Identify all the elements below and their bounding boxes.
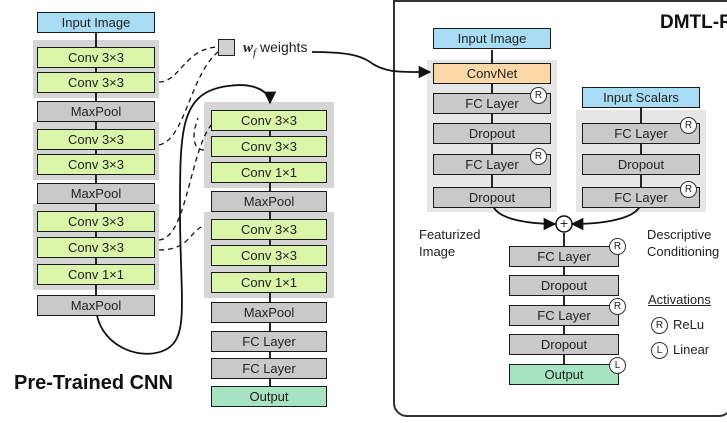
dmtl-input-image: Input Image — [433, 28, 551, 49]
dmtl-img-dropout-1: Dropout — [433, 123, 551, 144]
featurized-line-1: Featurized — [419, 227, 481, 242]
pretrained-cnn-title: Pre-Trained CNN — [14, 372, 173, 394]
dmtl-img-fc-layer-1: FC Layer — [433, 93, 551, 114]
legend-relu-badge: R — [651, 317, 668, 334]
weights-text: weights — [259, 39, 308, 55]
cnn-b2-conv-1: Conv 3×3 — [37, 129, 155, 150]
cnn-output: Output — [211, 386, 327, 407]
linear-badge-output: L — [609, 357, 626, 374]
dmtl-head-fc-layer-2: FC Layer — [509, 305, 619, 326]
cnn-b1-conv-1: Conv 3×3 — [37, 47, 155, 68]
weights-symbol: w — [243, 40, 254, 56]
dmtl-title: DMTL-R — [660, 12, 727, 33]
cnn-b4-conv-2: Conv 3×3 — [211, 136, 327, 157]
cnn-b3-conv-2: Conv 3×3 — [37, 237, 155, 258]
cnn-b1-conv-2: Conv 3×3 — [37, 72, 155, 93]
dmtl-head-fc-layer-1: FC Layer — [509, 246, 619, 267]
cnn-b5-conv-2: Conv 3×3 — [211, 245, 327, 266]
dmtl-img-fc-layer-2: FC Layer — [433, 154, 551, 175]
dmtl-head-dropout-2: Dropout — [509, 334, 619, 355]
relu-badge-scalar-fc1: R — [680, 117, 697, 134]
cnn-fc-layer-2: FC Layer — [211, 358, 327, 379]
dmtl-head-dropout-1: Dropout — [509, 275, 619, 296]
cnn-b5-conv-1: Conv 3×3 — [211, 219, 327, 240]
cnn-b3-conv-3: Conv 1×1 — [37, 264, 155, 285]
dmtl-input-scalars: Input Scalars — [582, 87, 700, 108]
descriptive-line-2: Conditioning — [647, 244, 720, 259]
dmtl-convnet: ConvNet — [433, 63, 551, 84]
cnn-maxpool-5: MaxPool — [211, 302, 327, 323]
featurized-line-2: Image — [419, 244, 456, 259]
merge-symbol: + — [559, 215, 569, 231]
relu-badge-head-fc1: R — [609, 238, 626, 255]
relu-badge-scalar-fc2: R — [680, 181, 697, 198]
featurized-image-caption: Featurized Image — [419, 226, 480, 260]
cnn-b4-conv-3: Conv 1×1 — [211, 162, 327, 183]
dmtl-panel — [393, 0, 727, 417]
dmtl-scalar-dropout: Dropout — [582, 154, 700, 175]
weights-label: wf weights — [243, 39, 307, 59]
cnn-maxpool-3: MaxPool — [37, 295, 155, 316]
cnn-fc-layer-1: FC Layer — [211, 331, 327, 352]
cnn-input-image: Input Image — [37, 12, 155, 33]
relu-badge-img-fc1: R — [530, 87, 547, 104]
cnn-b3-conv-1: Conv 3×3 — [37, 211, 155, 232]
relu-badge-head-fc2: R — [609, 298, 626, 315]
dmtl-scalar-fc-layer-2: FC Layer — [582, 187, 700, 208]
cnn-maxpool-4: MaxPool — [211, 191, 327, 212]
cnn-b2-conv-2: Conv 3×3 — [37, 154, 155, 175]
dmtl-scalar-fc-layer-1: FC Layer — [582, 123, 700, 144]
cnn-maxpool-2: MaxPool — [37, 183, 155, 204]
legend-title: Activations — [648, 292, 711, 307]
weights-subscript: f — [253, 46, 257, 59]
legend-relu-label: ReLu — [673, 317, 705, 332]
legend-linear-label: Linear — [673, 342, 710, 357]
cnn-b4-conv-1: Conv 3×3 — [211, 110, 327, 131]
merge-node — [555, 215, 573, 233]
weights-square-icon — [218, 39, 235, 56]
dmtl-output: Output — [509, 364, 619, 385]
legend-linear-badge: L — [651, 342, 668, 359]
relu-badge-img-fc2: R — [530, 148, 547, 165]
cnn-b5-conv-3: Conv 1×1 — [211, 272, 327, 293]
cnn-maxpool-1: MaxPool — [37, 101, 155, 122]
descriptive-line-1: Descriptive — [647, 227, 712, 242]
descriptive-conditioning-caption: Descriptive Conditioning — [647, 226, 719, 260]
dmtl-img-dropout-2: Dropout — [433, 187, 551, 208]
